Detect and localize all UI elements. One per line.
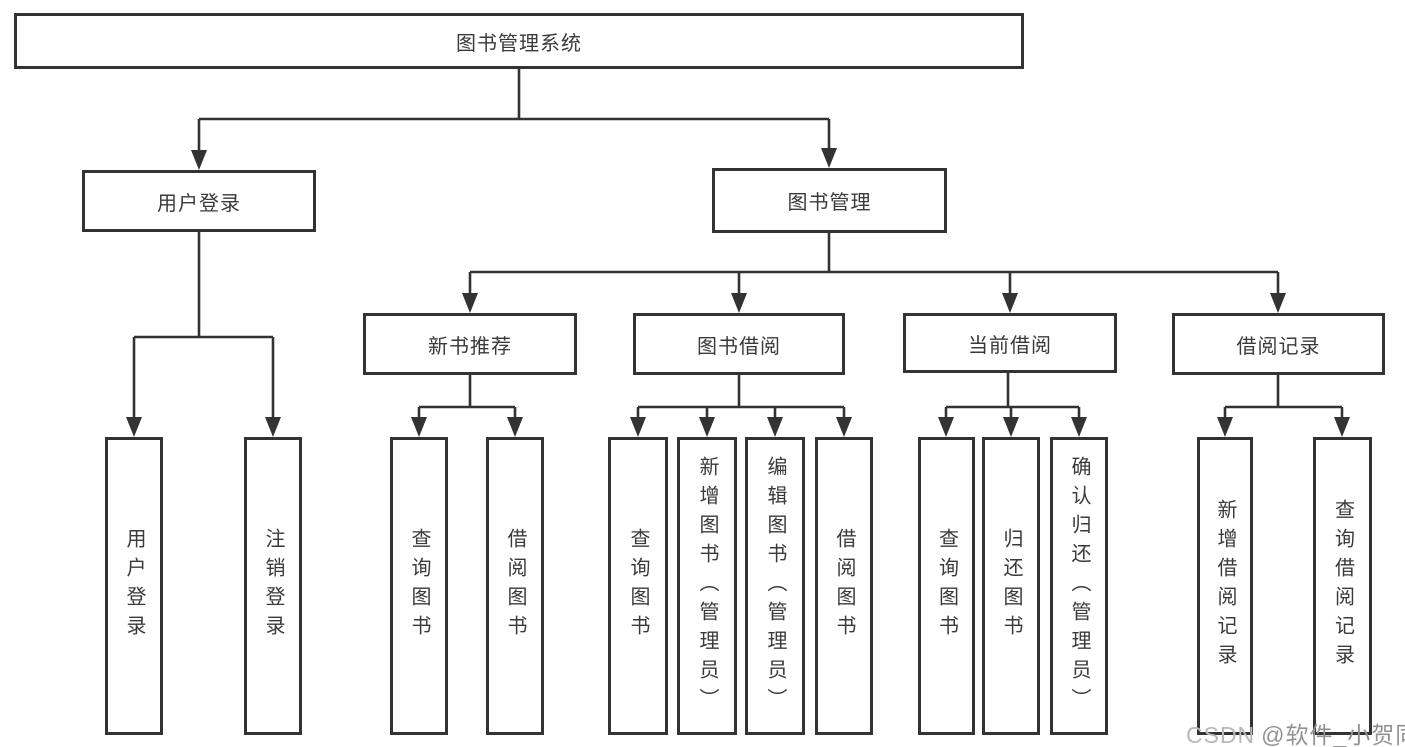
arrowhead: [126, 417, 142, 437]
leaf-user-login: 用户登录: [105, 437, 163, 735]
leaf-label: 查询借阅记录: [1331, 499, 1354, 673]
arrowhead: [191, 150, 207, 170]
arrowhead: [836, 417, 852, 437]
node-book-borrowing: 图书借阅: [633, 313, 845, 375]
leaf-query-books-rec: 查询图书: [390, 437, 448, 735]
arrowhead: [938, 417, 954, 437]
leaf-borrow-books: 借阅图书: [815, 437, 873, 735]
leaf-label: 用户登录: [123, 528, 145, 644]
leaf-label: 编辑图书（管理员）: [764, 455, 786, 717]
leaf-edit-books-admin: 编辑图书（管理员）: [745, 437, 805, 735]
leaf-logout: 注销登录: [244, 437, 302, 735]
leaf-return-books: 归还图书: [982, 437, 1040, 735]
leaf-label: 查询图书: [408, 528, 430, 644]
arrowhead: [1002, 293, 1018, 313]
arrowhead: [1334, 417, 1350, 437]
arrowhead: [265, 417, 281, 437]
arrowhead: [731, 293, 747, 313]
leaf-query-books-current: 查询图书: [918, 437, 975, 735]
edge-book-mgmt-children: [468, 233, 1280, 295]
arrowhead: [1270, 293, 1286, 313]
leaf-query-books-borrow: 查询图书: [608, 437, 668, 735]
leaf-label: 查询图书: [627, 528, 649, 644]
node-book-management: 图书管理: [712, 168, 947, 233]
edge-new-book-children: [417, 375, 517, 419]
node-borrowing-records: 借阅记录: [1172, 313, 1385, 375]
leaf-confirm-return-admin: 确认归还（管理员）: [1050, 437, 1108, 735]
arrowhead: [630, 417, 646, 437]
arrowhead: [462, 293, 478, 313]
leaf-label: 借阅图书: [504, 528, 526, 644]
arrowhead: [767, 417, 783, 437]
leaf-label: 查询图书: [935, 528, 958, 644]
leaf-label: 借阅图书: [833, 528, 855, 644]
leaf-add-books-admin: 新增图书（管理员）: [677, 437, 737, 735]
leaf-label: 确认归还（管理员）: [1068, 455, 1090, 717]
edge-user-login-children: [132, 232, 275, 419]
leaf-add-borrow-record: 新增借阅记录: [1197, 437, 1253, 735]
arrowhead: [821, 148, 837, 168]
leaf-borrow-books-rec: 借阅图书: [486, 437, 544, 735]
arrowhead: [1071, 417, 1087, 437]
arrowhead: [507, 417, 523, 437]
arrowhead: [699, 417, 715, 437]
node-user-login: 用户登录: [82, 170, 316, 232]
leaf-label: 注销登录: [262, 528, 284, 644]
leaf-label: 新增图书（管理员）: [696, 455, 718, 717]
arrowhead: [1003, 417, 1019, 437]
leaf-query-borrow-records: 查询借阅记录: [1313, 437, 1372, 735]
node-current-borrowing: 当前借阅: [903, 313, 1117, 373]
leaf-label: 归还图书: [1000, 528, 1022, 644]
node-root-library-system: 图书管理系统: [14, 13, 1024, 69]
arrowhead: [1217, 417, 1233, 437]
leaf-label: 新增借阅记录: [1214, 499, 1236, 673]
node-new-book-recommendation: 新书推荐: [363, 313, 577, 375]
arrowhead: [411, 417, 427, 437]
edge-book-borrow-children: [636, 375, 846, 419]
edge-current-borrow-children: [944, 373, 1081, 419]
edge-borrow-records-children: [1223, 375, 1344, 419]
edge-root-to-level2: [197, 69, 831, 152]
